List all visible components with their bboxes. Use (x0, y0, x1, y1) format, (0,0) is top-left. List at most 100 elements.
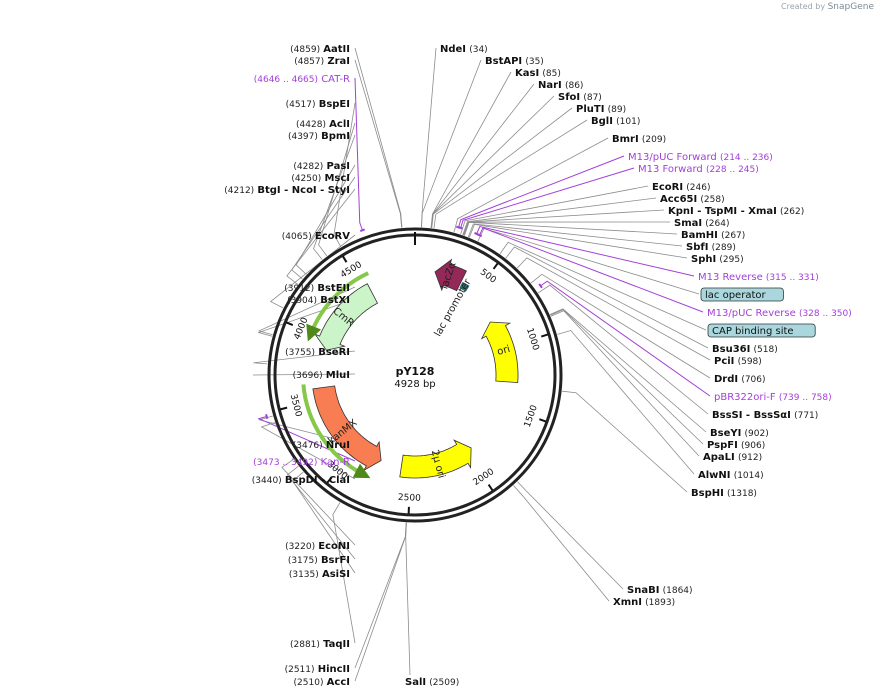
sbfi-label-text: SbfI (289) (686, 242, 736, 253)
sali-site-label[interactable]: SalI (2509) (405, 677, 459, 688)
bsu36i-site-label[interactable]: Bsu36I (518) (712, 344, 778, 355)
m13-reverse-site-label[interactable]: M13 Reverse (315 .. 331) (698, 272, 819, 283)
sali-label-text: SalI (2509) (405, 677, 459, 688)
pbr322ori-f-site-label[interactable]: pBR322ori-F (739 .. 758) (714, 392, 832, 403)
hincii-position: (2511) (285, 665, 315, 675)
pasi-site-label[interactable]: (4282) PasI (293, 161, 350, 172)
alwni-label-text: AlwNI (1014) (698, 470, 764, 481)
kasi-enzyme-name: KasI (515, 68, 539, 79)
pcii-site-label[interactable]: PciI (598) (714, 356, 762, 367)
ecori-label-text: EcoRI (246) (652, 182, 710, 193)
sphi-site-label[interactable]: SphI (295) (691, 254, 744, 265)
m13-forward-connector-line (460, 167, 635, 229)
bamhi-site-label[interactable]: BamHI (267) (681, 230, 745, 241)
lac-operator-site-label[interactable]: lac operator (700, 287, 784, 302)
bstapi-site-label[interactable]: BstAPI (35) (485, 56, 544, 67)
aatii-site-label[interactable]: (4859) AatII (290, 44, 350, 55)
bsteii-site-label[interactable]: (3912) BstEII (284, 283, 350, 294)
bspdi-clai-enzyme-name: BspDI - ClaI (285, 475, 350, 486)
bgli-site-label[interactable]: BglI (101) (591, 116, 640, 127)
bpmi-site-label[interactable]: (4397) BpmI (288, 131, 350, 142)
ecorv-site-label[interactable]: (4065) EcoRV (282, 231, 350, 242)
cat-r-site-label[interactable]: (4646 .. 4665) CAT-R (254, 74, 350, 85)
hincii-site-label[interactable]: (2511) HincII (285, 664, 350, 675)
ndei-site-label[interactable]: NdeI (34) (440, 44, 488, 55)
drdi-connector-line (530, 273, 711, 379)
sbfi-site-label[interactable]: SbfI (289) (686, 242, 736, 253)
sfoi-site-label[interactable]: SfoI (87) (558, 92, 602, 103)
kpni-tspmi-xmai-site-label[interactable]: KpnI - TspMI - XmaI (262) (668, 206, 804, 217)
nrui-site-label[interactable]: (3476) NruI (293, 440, 350, 451)
cap-binding-site-connector-line (499, 241, 707, 331)
mlui-site-label[interactable]: (3696) MluI (293, 370, 350, 381)
bspei-site-label[interactable]: (4517) BspEI (286, 99, 350, 110)
ori-feature-label: ori (496, 344, 511, 358)
bmri-position: (209) (642, 135, 666, 145)
cap-binding-site-site-label[interactable]: CAP binding site (707, 323, 816, 338)
pbr322ori-f-enzyme-name: pBR322ori-F (714, 392, 776, 403)
drdi-site-label[interactable]: DrdI (706) (714, 374, 766, 385)
kan-r-site-label[interactable]: (3473 .. 3492) Kan-R (253, 457, 350, 468)
m13-puc-reverse-site-label[interactable]: M13/pUC Reverse (328 .. 350) (707, 308, 852, 319)
aatii-connector-line (354, 47, 403, 228)
sphi-label-text: SphI (295) (691, 254, 744, 265)
alwni-position: (1014) (734, 471, 764, 481)
mlui-connector-line (252, 373, 356, 376)
bseri-site-label[interactable]: (3755) BseRI (285, 347, 350, 358)
taqii-site-label[interactable]: (2881) TaqII (290, 639, 350, 650)
bseyi-site-label[interactable]: BseYI (902) (710, 428, 769, 439)
zrai-site-label[interactable]: (4857) ZraI (294, 56, 350, 67)
m13-puc-forward-site-label[interactable]: M13/pUC Forward (214 .. 236) (628, 152, 773, 163)
pluti-site-label[interactable]: PluTI (89) (576, 104, 626, 115)
asisi-site-label[interactable]: (3135) AsiSI (289, 569, 350, 580)
bsssi-bsss-i-enzyme-name: BssSI - BssSαI (712, 410, 791, 421)
acci-site-label[interactable]: (2510) AccI (294, 677, 350, 688)
snapgene-credit: Created by SnapGene (781, 2, 874, 12)
btgi-ncoi-styi-label-text: (4212) BtgI - NcoI - StyI (224, 185, 350, 196)
bsssi-bsss-i-position: (771) (794, 411, 818, 421)
ecori-connector-line (460, 185, 649, 235)
m13-puc-reverse-enzyme-name: M13/pUC Reverse (707, 308, 796, 319)
cat-r-position: (4646 .. 4665) (254, 75, 318, 85)
tick-mark (285, 321, 294, 327)
pcii-enzyme-name: PciI (714, 356, 734, 367)
m13-forward-site-label[interactable]: M13 Forward (228 .. 245) (638, 164, 759, 175)
m13-forward-label-text: M13 Forward (228 .. 245) (638, 164, 759, 175)
acli-site-label[interactable]: (4428) AclI (296, 119, 350, 130)
plasmid-name: pY128 (396, 365, 435, 378)
bsphi-site-label[interactable]: BspHI (1318) (691, 488, 757, 499)
nari-position: (86) (565, 81, 583, 91)
snabi-site-label[interactable]: SnaBI (1864) (627, 585, 693, 596)
tick-mark (539, 418, 547, 423)
econi-site-label[interactable]: (3220) EcoNI (285, 541, 350, 552)
msci-enzyme-name: MscI (324, 173, 350, 184)
aatii-label-text: (4859) AatII (290, 44, 350, 55)
bsrfi-site-label[interactable]: (3175) BsrFI (288, 555, 350, 566)
kasi-site-label[interactable]: KasI (85) (515, 68, 561, 79)
bpmi-position: (4397) (288, 132, 318, 142)
bstxi-site-label[interactable]: (3904) BstXI (287, 295, 350, 306)
smai-site-label[interactable]: SmaI (264) (674, 218, 729, 229)
bsu36i-position: (518) (754, 345, 778, 355)
bsphi-enzyme-name: BspHI (691, 488, 724, 499)
bspdi-clai-site-label[interactable]: (3440) BspDI - ClaI (252, 475, 350, 486)
btgi-ncoi-styi-enzyme-name: BtgI - NcoI - StyI (257, 185, 350, 196)
sbfi-position: (289) (712, 243, 736, 253)
nari-site-label[interactable]: NarI (86) (538, 80, 583, 91)
bgli-connector-line (433, 119, 588, 229)
ecori-site-label[interactable]: EcoRI (246) (652, 182, 710, 193)
smai-enzyme-name: SmaI (674, 218, 702, 229)
pcii-position: (598) (738, 357, 762, 367)
bmri-site-label[interactable]: BmrI (209) (612, 134, 666, 145)
xmni-site-label[interactable]: XmnI (1893) (613, 597, 675, 608)
taqii-position: (2881) (290, 640, 320, 650)
msci-site-label[interactable]: (4250) MscI (291, 173, 350, 184)
btgi-ncoi-styi-site-label[interactable]: (4212) BtgI - NcoI - StyI (224, 185, 350, 196)
ecori-position: (246) (686, 183, 710, 193)
pspfi-site-label[interactable]: PspFI (906) (707, 440, 765, 451)
apali-site-label[interactable]: ApaLI (912) (703, 452, 762, 463)
kpni-tspmi-xmai-label-text: KpnI - TspMI - XmaI (262) (668, 206, 804, 217)
alwni-site-label[interactable]: AlwNI (1014) (698, 470, 764, 481)
bsssi-bsss-i-site-label[interactable]: BssSI - BssSαI (771) (712, 410, 818, 421)
acc65i-site-label[interactable]: Acc65I (258) (660, 194, 725, 205)
